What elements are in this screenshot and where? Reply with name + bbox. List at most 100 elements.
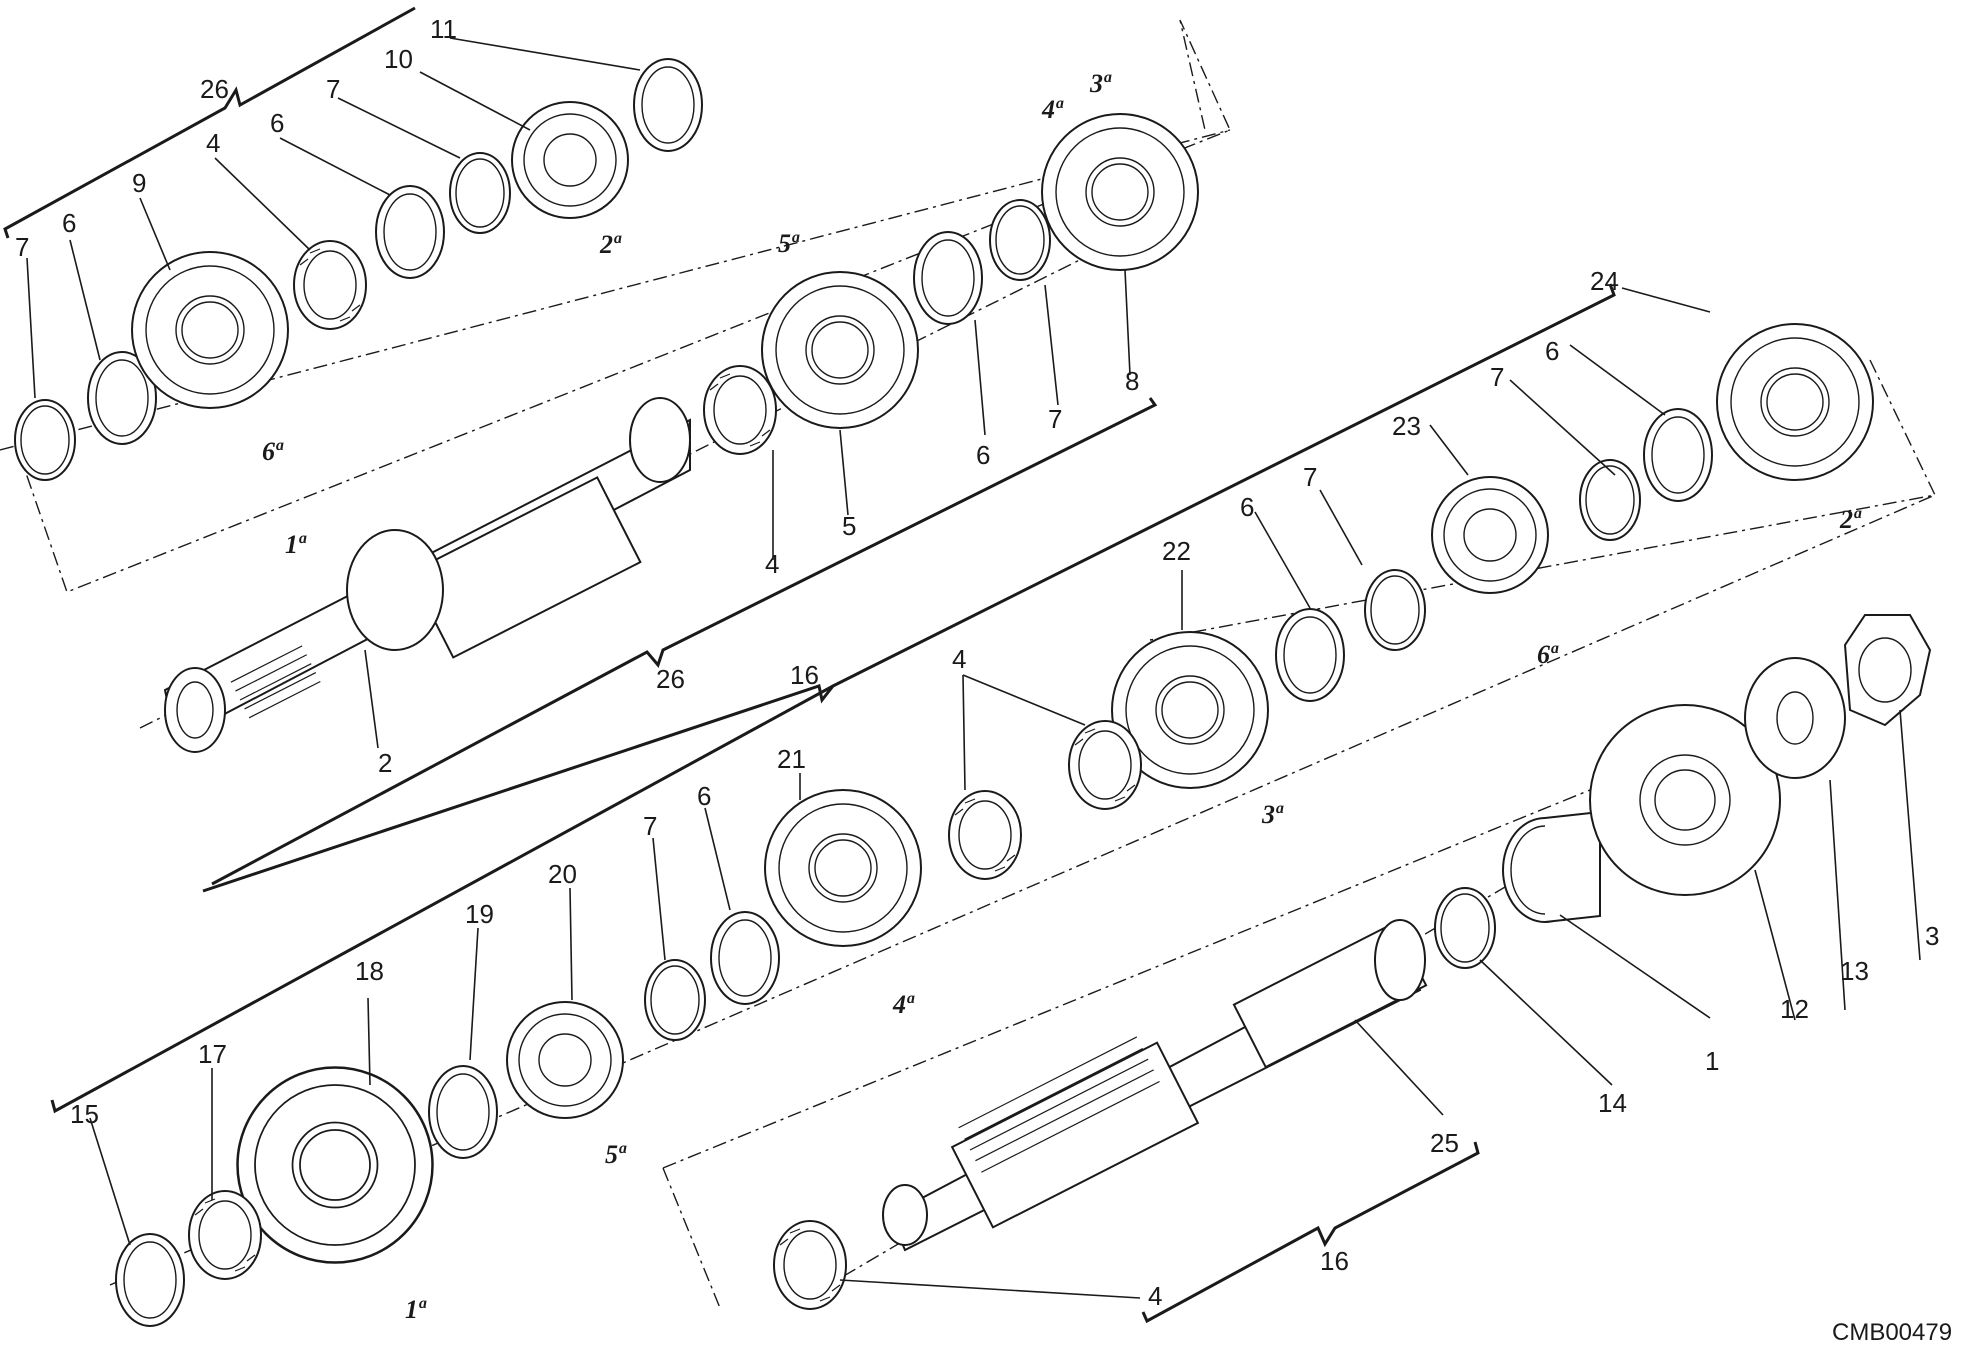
gear-21 [764, 789, 922, 947]
nut-3 [1843, 614, 1932, 727]
bearing-4-mid [703, 365, 777, 455]
ring-6-center [1275, 608, 1345, 702]
callout-26-a: 26 [200, 74, 229, 104]
callout-7-d: 7 [1303, 462, 1317, 492]
ring-7-right [1579, 459, 1641, 541]
washer-13 [1744, 657, 1846, 779]
bracket-16-top [202, 283, 1616, 893]
callout-6-d: 6 [1240, 492, 1254, 522]
callout-4-b: 4 [765, 549, 779, 579]
gear-10 [511, 101, 629, 219]
sprocket-12 [1589, 704, 1781, 896]
callout-13: 13 [1840, 956, 1869, 986]
gear-5 [761, 271, 919, 429]
callout-19: 19 [465, 899, 494, 929]
callout-6-a: 6 [62, 208, 76, 238]
callout-16-b: 16 [1320, 1246, 1349, 1276]
gear-20 [506, 1001, 624, 1119]
ring-11 [633, 58, 703, 152]
callout-4-a: 4 [206, 128, 220, 158]
callout-26-b: 26 [656, 664, 685, 694]
main-shaft [163, 397, 691, 753]
callout-3: 3 [1925, 921, 1939, 951]
callout-25: 25 [1430, 1128, 1459, 1158]
callout-6-b: 6 [270, 108, 284, 138]
ring-6-upper [375, 185, 445, 279]
gear-label-4a-upper: 4ª [1041, 95, 1064, 124]
ring-7-mid [989, 199, 1051, 281]
callout-4-c: 4 [952, 644, 966, 674]
callout-18: 18 [355, 956, 384, 986]
callout-7-a: 7 [15, 232, 29, 262]
callout-12: 12 [1780, 994, 1809, 1024]
callout-20: 20 [548, 859, 577, 889]
callout-7-f: 7 [643, 811, 657, 841]
callout-6-c: 6 [976, 440, 990, 470]
ring-6-mid [913, 231, 983, 325]
gear-18 [236, 1066, 434, 1264]
callout-7-e: 7 [1490, 362, 1504, 392]
gear-label-5a-upper: 5ª [778, 229, 800, 258]
callout-22: 22 [1162, 536, 1191, 566]
callout-8: 8 [1125, 366, 1139, 396]
callout-5: 5 [842, 511, 856, 541]
axis-upper-frame [17, 19, 1231, 593]
ring-7-center [1364, 569, 1426, 651]
axis-upper-shaft [0, 129, 1231, 451]
ring-15 [115, 1233, 185, 1327]
gear-label-5a-lower: 5ª [605, 1140, 627, 1169]
ring-19 [428, 1065, 498, 1159]
callout-16-a: 16 [790, 660, 819, 690]
bearing-4-upper [293, 240, 367, 330]
bearing-4-center-left [948, 790, 1022, 880]
callout-24: 24 [1590, 266, 1619, 296]
callout-4-d: 4 [1148, 1281, 1162, 1311]
ring-7-lower [644, 959, 706, 1041]
callout-6-e: 6 [1545, 336, 1559, 366]
bracket-16-lower [1141, 1141, 1480, 1324]
callout-6-f: 6 [697, 781, 711, 811]
gear-label-4a-lower: 4ª [892, 990, 915, 1019]
gear-label-3a-center: 3ª [1261, 800, 1284, 829]
leader-lines [26, 37, 1921, 1299]
callout-15: 15 [70, 1099, 99, 1129]
gear-24 [1716, 323, 1874, 481]
callout-10: 10 [384, 44, 413, 74]
ring-7-upper [449, 152, 511, 234]
gear-label-6a-right: 6ª [1537, 640, 1559, 669]
callout-21: 21 [777, 744, 806, 774]
callout-7-b: 7 [326, 74, 340, 104]
callout-17: 17 [198, 1039, 227, 1069]
bracket-26-top [3, 6, 416, 239]
gear-8 [1041, 113, 1199, 271]
callout-2: 2 [378, 748, 392, 778]
callout-23: 23 [1392, 411, 1421, 441]
bearing-4-bottom [773, 1220, 847, 1310]
gear-label-2a-right: 2ª [1839, 505, 1862, 534]
gear-9 [131, 251, 289, 409]
callout-11: 11 [430, 14, 457, 44]
output-shaft [882, 919, 1428, 1252]
callout-9: 9 [132, 168, 146, 198]
callout-14: 14 [1598, 1088, 1627, 1118]
ring-7-upper-left [14, 399, 76, 481]
axis-lower-frame [662, 1167, 721, 1309]
gear-label-1a-upper: 1ª [285, 530, 307, 559]
ring-6-lower [710, 911, 780, 1005]
spacer-1 [1502, 810, 1601, 923]
bearing-17 [188, 1190, 262, 1280]
axis-output [662, 789, 1591, 1169]
gear-23 [1431, 476, 1549, 594]
gear-label-3a-upper: 3ª [1089, 69, 1112, 98]
bearing-4-center [1068, 720, 1142, 810]
bracket-16-bottom [50, 684, 834, 1114]
bracket-26-mid [211, 397, 1158, 886]
diagram-code: CMB00479 [1832, 1319, 1952, 1346]
gear-label-6a-upper: 6ª [262, 437, 284, 466]
callout-1: 1 [1705, 1046, 1719, 1076]
callout-7-c: 7 [1048, 404, 1062, 434]
ring-6-right [1643, 408, 1713, 502]
gear-label-2a-upper: 2ª [599, 230, 622, 259]
gear-label-1a-lower: 1ª [405, 1295, 427, 1324]
